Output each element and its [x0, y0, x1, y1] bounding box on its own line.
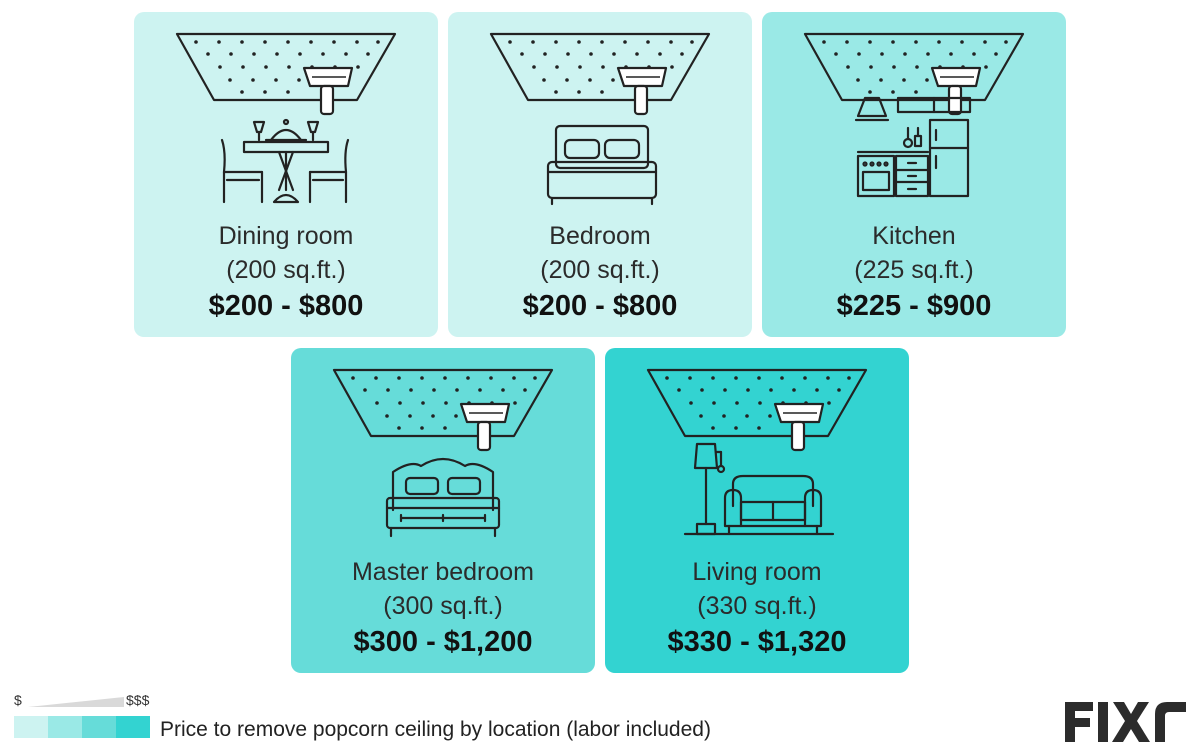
room-size: (330 sq.ft.): [697, 592, 817, 620]
legend-swatches: [14, 716, 150, 738]
room-name: Living room: [692, 558, 822, 586]
room-size: (200 sq.ft.): [540, 256, 660, 284]
room-card-dining: Dining room (200 sq.ft.) $200 - $800: [134, 12, 438, 337]
ceiling-scraper-icon: [489, 32, 711, 206]
price-legend: $ $$$ Price to remove popcorn ceiling by…: [14, 692, 734, 748]
legend-swatch: [48, 716, 82, 738]
legend-caption: Price to remove popcorn ceiling by locat…: [160, 718, 711, 741]
legend-price-ramp: [28, 697, 124, 707]
ceiling-scraper-icon: [332, 368, 554, 538]
kitchen-icon: [854, 96, 972, 198]
room-name: Master bedroom: [351, 558, 535, 586]
room-card-kitchen: Kitchen (225 sq.ft.) $225 - $900: [762, 12, 1066, 337]
bed-icon: [546, 124, 658, 206]
room-price: $200 - $800: [522, 290, 678, 322]
legend-high-label: $$$: [126, 692, 150, 708]
room-size: (200 sq.ft.): [226, 256, 346, 284]
living-room-icon: [683, 442, 835, 536]
fixr-logo: [1065, 702, 1186, 742]
ceiling-scraper-icon: [803, 32, 1025, 198]
room-price: $330 - $1,320: [667, 626, 847, 658]
ceiling-scraper-icon: [646, 368, 868, 536]
dining-table-icon: [220, 118, 350, 204]
room-card-master-bedroom: Master bedroom (300 sq.ft.) $300 - $1,20…: [291, 348, 595, 673]
room-price: $200 - $800: [208, 290, 364, 322]
room-name: Bedroom: [549, 222, 651, 250]
legend-swatch: [82, 716, 116, 738]
legend-swatch: [116, 716, 150, 738]
room-card-bedroom: Bedroom (200 sq.ft.) $200 - $800: [448, 12, 752, 337]
legend-low-label: $: [14, 692, 22, 708]
legend-swatch: [14, 716, 48, 738]
room-name: Dining room: [218, 222, 354, 250]
room-price: $300 - $1,200: [353, 626, 533, 658]
room-size: (300 sq.ft.): [383, 592, 503, 620]
room-name: Kitchen: [872, 222, 956, 250]
ceiling-scraper-icon: [175, 32, 397, 204]
room-price: $225 - $900: [836, 290, 992, 322]
master-bed-icon: [385, 457, 501, 538]
room-card-living-room: Living room (330 sq.ft.) $330 - $1,320: [605, 348, 909, 673]
room-size: (225 sq.ft.): [854, 256, 974, 284]
